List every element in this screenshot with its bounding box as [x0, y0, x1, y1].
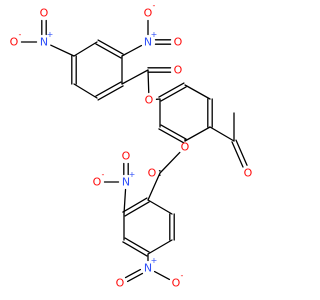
atom-o-ester1: O: [145, 94, 154, 107]
bond-ac-o_acetyl-b: [235, 139, 248, 166]
bond-b5-b6-b: [158, 128, 185, 144]
bond-layer: [20, 19, 248, 283]
atom-o-top-l: O: [10, 36, 19, 49]
bond-c6-c1: [147, 199, 173, 215]
bond-c1-c2-a: [122, 197, 148, 213]
atom-o-bot-n1a: O: [93, 176, 102, 189]
atom-o-top-r: O: [144, 7, 153, 20]
bond-a6-a1: [73, 41, 98, 57]
atom-o-ester2-co: O: [148, 167, 157, 180]
bond-a3-a4-a: [97, 85, 124, 101]
bond-b5-b6-a: [160, 124, 187, 140]
atom-n-top-l: N: [40, 36, 48, 49]
charge-n-top-r: +: [151, 30, 158, 39]
bond-c3-c4-a: [122, 241, 148, 257]
bond-n_bot_2-o_bot_n2b: [153, 270, 171, 281]
bond-c1-c2-b: [124, 201, 150, 217]
bond-ce1-o_ester1: [147, 69, 150, 94]
bond-c2-n_bot_1: [123, 188, 127, 215]
atom-o-acetyl: O: [244, 167, 253, 180]
bond-b2-b3: [184, 84, 211, 100]
atom-n-top-r: N: [144, 36, 152, 49]
bond-a5-a6-a: [97, 39, 124, 55]
bond-n_bot_2-o_bot_n2a-b: [126, 272, 144, 283]
charge-o-top-r: -: [153, 1, 156, 10]
charge-o-bot-n1a: -: [102, 170, 105, 179]
atom-o-top-l2: O: [40, 7, 49, 20]
atom-o-bot-n2a: O: [116, 277, 125, 290]
bond-b4-b5: [184, 126, 211, 142]
bond-ce2-c1: [147, 172, 161, 201]
bond-a1-n_top_l: [50, 44, 75, 57]
bond-b1-b2-b: [158, 82, 185, 98]
atom-n-bot-1: N: [122, 176, 130, 189]
atom-o-bot-n2b: O: [172, 277, 181, 290]
charge-o-top-l: -: [19, 30, 22, 39]
bond-c3-c4-b: [124, 237, 150, 253]
atom-o-ester2: O: [181, 141, 190, 154]
atom-o-top-r2: O: [174, 36, 183, 49]
bond-a5-a6-b: [95, 43, 122, 59]
bond-a2-a3: [73, 83, 98, 99]
atom-n-bot-2: N: [144, 262, 152, 275]
bond-b1-b2-a: [160, 86, 187, 102]
bond-n_bot_2-o_bot_n2a-a: [124, 268, 142, 279]
bond-c4-c5: [147, 239, 173, 255]
atom-o-bot-n1b: O: [122, 150, 131, 163]
charge-o-bot-n2b: -: [181, 271, 184, 280]
bond-a5-n_top_r: [121, 44, 143, 57]
charge-n-bot-2: +: [151, 256, 158, 265]
charge-n-top-l: +: [47, 30, 54, 39]
bond-a3-a4-b: [95, 81, 122, 97]
atom-o-ester1-co: O: [174, 64, 183, 77]
bond-b4-ac: [209, 126, 235, 142]
bond-a4-ce1: [121, 69, 149, 85]
charge-n-bot-1: +: [129, 170, 136, 179]
bond-o_ester2-ce2: [159, 151, 181, 174]
bond-ac-o_acetyl-a: [231, 141, 244, 168]
